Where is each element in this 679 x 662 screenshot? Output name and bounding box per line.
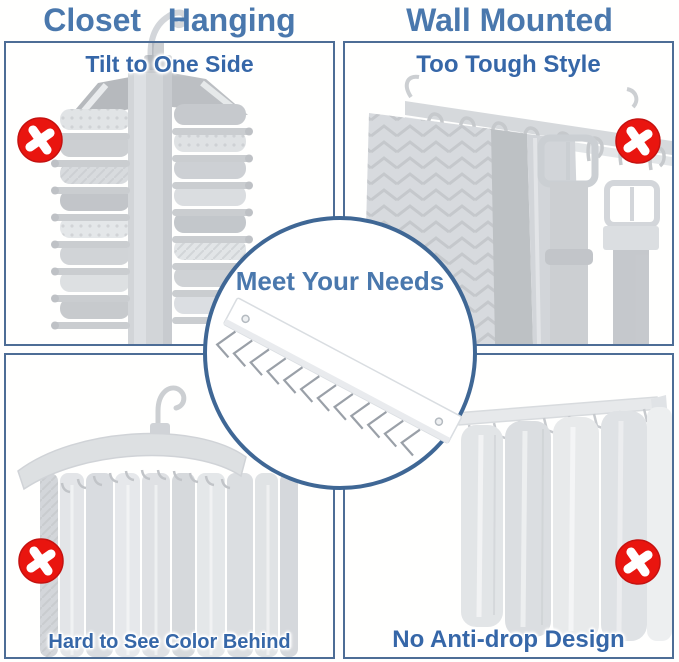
prohibited-x-icon (18, 538, 64, 584)
tie-rack-product-photo (215, 297, 462, 457)
quadrant-caption: No Anti-drop Design (392, 626, 625, 653)
prohibited-x-icon (17, 117, 63, 163)
quadrant-caption: Too Tough Style (416, 51, 601, 78)
quadrant-hard-to-see-color: Hard to See Color Behind (4, 353, 335, 659)
quadrant-caption: Hard to See Color Behind (48, 631, 291, 653)
prohibited-x-icon (615, 118, 661, 164)
wall-rack-falling-ties-photo (453, 395, 672, 641)
wooden-hanger-ties-photo (17, 385, 298, 657)
prohibited-x-icon (615, 539, 661, 585)
closet-hanging-heading: Closet Hanging (43, 2, 296, 38)
wall-mounted-heading: Wall Mounted (406, 2, 613, 38)
quadrant-caption: Tilt to One Side (85, 51, 254, 77)
tilting-tie-hanger-photo (51, 43, 253, 344)
center-highlight-circle: Meet Your Needs (203, 216, 477, 490)
quadrant-too-tough-style: Too Tough Style (343, 41, 674, 346)
wall-mounted-belt-rack-photo (363, 74, 672, 344)
center-label: Meet Your Needs (235, 266, 445, 296)
quadrant-no-anti-drop: No Anti-drop Design (343, 353, 674, 659)
hanger-hook-wire (147, 9, 188, 70)
quadrant-tilt-to-one-side: Tilt to One Side (4, 41, 335, 346)
